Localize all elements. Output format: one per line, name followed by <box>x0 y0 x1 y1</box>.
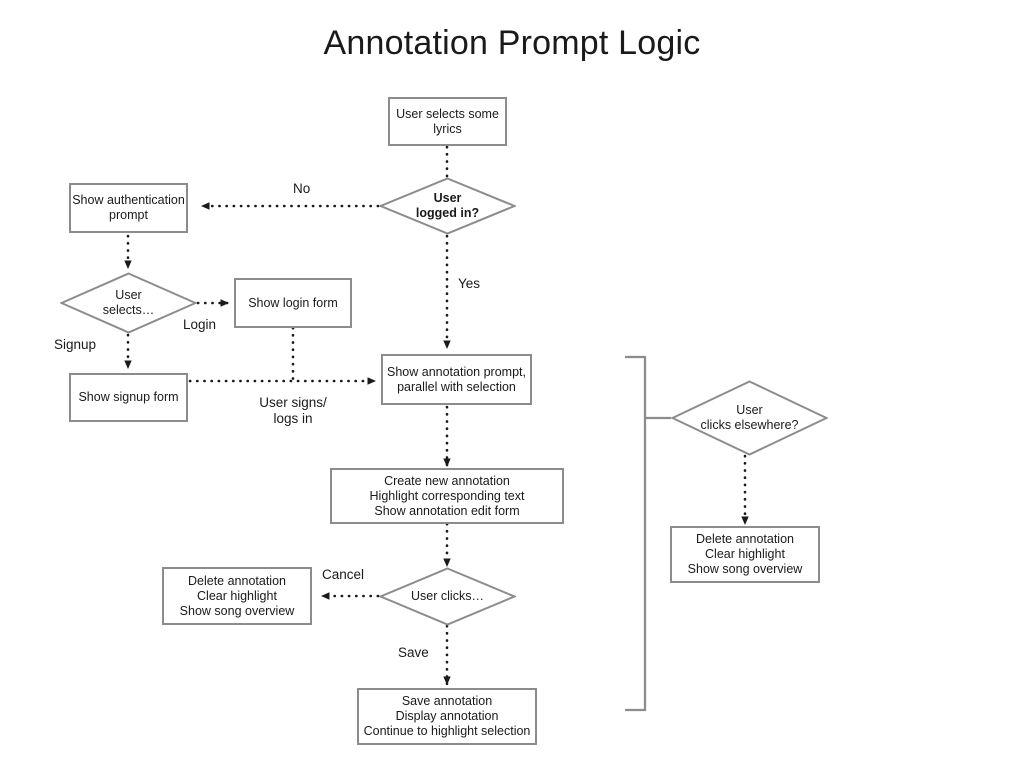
page-title: Annotation Prompt Logic <box>323 24 701 62</box>
node-clicks-elsewhere[interactable]: User clicks elsewhere? <box>671 380 828 456</box>
node-annotation-prompt[interactable]: Show annotation prompt, parallel with se… <box>381 354 532 405</box>
node-signup-form[interactable]: Show signup form <box>69 373 188 422</box>
node-user-clicks[interactable]: User clicks… <box>379 567 516 626</box>
diamond-shape <box>379 567 516 626</box>
edge-label-yes: Yes <box>458 276 481 291</box>
scope-bracket <box>625 355 647 712</box>
edge-label-save: Save <box>398 645 429 660</box>
diamond-shape <box>60 272 197 334</box>
edge-label-signup: Signup <box>54 337 97 352</box>
node-save-result-label: Save annotation Display annotation Conti… <box>363 694 531 738</box>
node-create-annotation-label: Create new annotation Highlight correspo… <box>369 473 525 518</box>
node-create-annotation[interactable]: Create new annotation Highlight correspo… <box>330 468 564 524</box>
node-save-result[interactable]: Save annotation Display annotation Conti… <box>357 688 537 745</box>
edge-label-user-signs: User signs/ logs in <box>259 395 327 426</box>
node-signup-form-label: Show signup form <box>78 390 179 404</box>
edge-label-cancel: Cancel <box>322 567 365 582</box>
diamond-shape <box>671 380 828 456</box>
diamond-shape <box>379 177 516 235</box>
edge-label-login: Login <box>183 317 217 332</box>
node-auth-prompt-label: Show authentication prompt <box>72 193 185 222</box>
node-cancel-result-label: Delete annotation Clear highlight Show s… <box>179 573 295 618</box>
node-auth-prompt[interactable]: Show authentication prompt <box>69 183 188 233</box>
node-select-lyrics-label: User selects some lyrics <box>396 106 499 136</box>
node-user-selects[interactable]: User selects… <box>60 272 197 334</box>
node-select-lyrics[interactable]: User selects some lyrics <box>388 97 507 146</box>
node-user-logged-in[interactable]: User logged in? <box>379 177 516 235</box>
node-login-form-label: Show login form <box>248 295 338 310</box>
edge-label-no: No <box>293 181 311 196</box>
node-cancel-result[interactable]: Delete annotation Clear highlight Show s… <box>162 567 312 625</box>
node-elsewhere-result-label: Delete annotation Clear highlight Show s… <box>687 532 803 576</box>
node-elsewhere-result[interactable]: Delete annotation Clear highlight Show s… <box>670 526 820 583</box>
node-login-form[interactable]: Show login form <box>234 278 352 328</box>
node-annotation-prompt-label: Show annotation prompt, parallel with se… <box>387 364 526 394</box>
